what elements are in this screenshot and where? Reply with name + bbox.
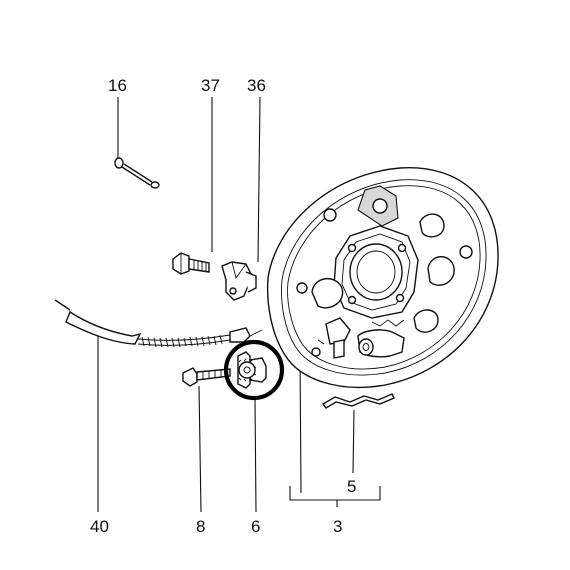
backing-plate-3: [266, 167, 499, 389]
leader-lines: [97, 96, 381, 513]
callout-3: 3: [333, 517, 342, 536]
screw-8: [182, 367, 231, 387]
leader-5: [352, 409, 355, 474]
callout-36: 36: [247, 76, 266, 95]
callout-6: 6: [251, 517, 260, 536]
leader-8: [198, 385, 202, 513]
clip-5: [321, 393, 395, 409]
adjuster-6: [223, 339, 285, 401]
pin-16: [114, 157, 160, 189]
clip-36: [221, 261, 257, 301]
bolt-37: [172, 252, 210, 275]
leader-3: [299, 353, 302, 494]
callout-40: 40: [90, 517, 109, 536]
callout-8: 8: [196, 517, 205, 536]
cable-40: [54, 299, 263, 348]
leader-6: [254, 397, 257, 513]
leader-36: [257, 96, 261, 263]
callout-37: 37: [201, 76, 220, 95]
callout-16: 16: [108, 76, 127, 95]
bracket-3: [289, 486, 381, 501]
callout-5: 5: [347, 477, 356, 496]
highlight-circle: [223, 339, 285, 401]
